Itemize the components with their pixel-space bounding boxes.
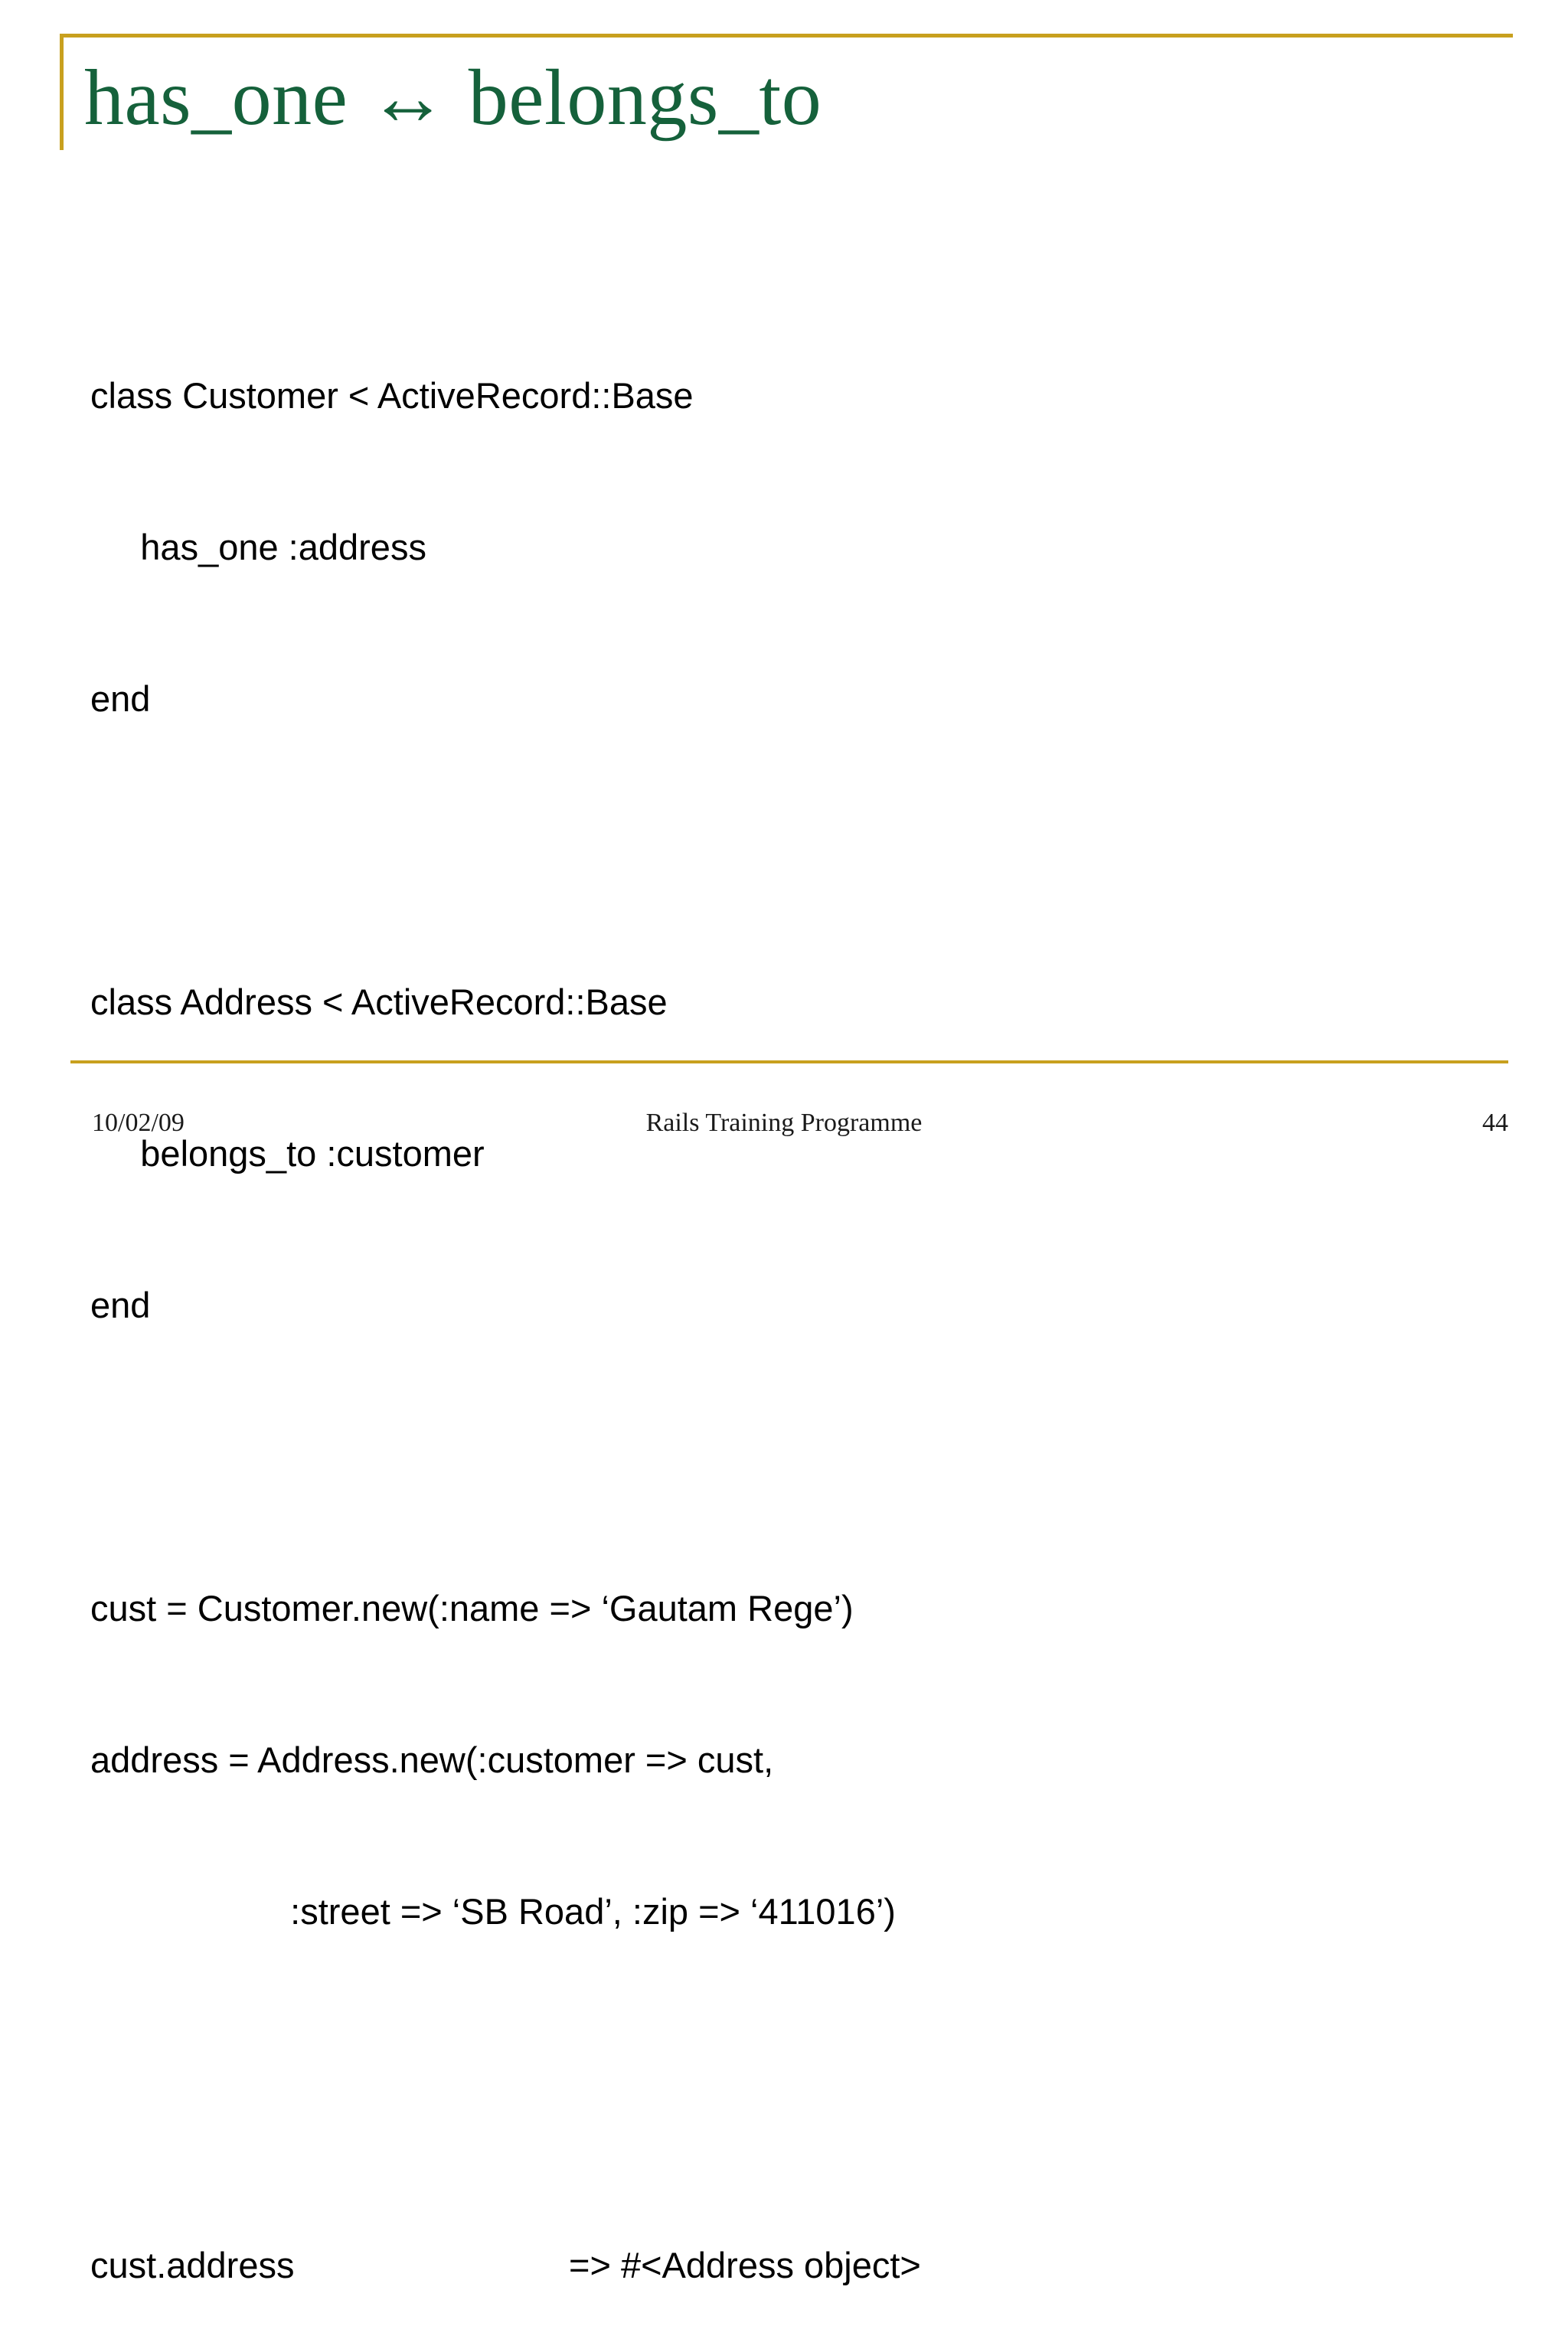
title-top-rule [60,34,1513,38]
code-line-blank [90,2038,1499,2089]
result-value: => #<Address object> [569,2245,921,2285]
code-line-blank [90,1432,1499,1482]
code-line: end [90,1285,151,1325]
slide: has_one ↔ belongs_to class Customer < Ac… [0,34,1568,2285]
code-line: class Customer < ActiveRecord::Base [90,375,694,416]
code-line: class Address < ActiveRecord::Base [90,982,668,1022]
result-expression: cust.address [90,2245,295,2285]
code-body: class Customer < ActiveRecord::Base has_… [90,270,1499,2352]
code-line: :street => ‘SB Road’, :zip => ‘411016’) [90,1891,896,1932]
code-line: cust = Customer.new(:name => ‘Gautam Reg… [90,1588,854,1628]
result-row: cust.address => #<Address object> [90,2240,1499,2291]
footer-rule [70,1060,1508,1063]
footer-page-number: 44 [1482,1109,1508,1137]
slide-title: has_one ↔ belongs_to [84,54,822,142]
footer-date: 10/02/09 [92,1109,185,1137]
title-left-rule [60,34,64,150]
code-line: address = Address.new(:customer => cust, [90,1740,774,1780]
footer-title: Rails Training Programme [645,1109,923,1137]
slide-footer: 10/02/09 Rails Training Programme 44 [0,1109,1568,1155]
code-line: has_one :address [90,527,426,567]
code-line-blank [90,825,1499,876]
code-line: belongs_to :customer [90,1133,485,1174]
code-line: end [90,678,151,719]
